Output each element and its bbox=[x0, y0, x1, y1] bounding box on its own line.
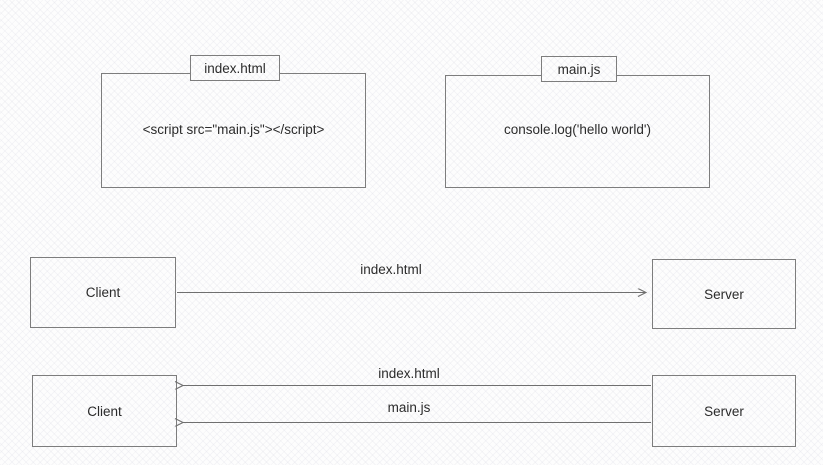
response-flow-message-index-html: index.html bbox=[378, 366, 440, 381]
file-code-index-html: <script src="main.js"></script> bbox=[142, 122, 325, 137]
request-flow-server-box: Server bbox=[652, 259, 796, 329]
request-flow-client-box: Client bbox=[30, 257, 176, 328]
response-flow-server-box: Server bbox=[652, 375, 796, 447]
response-flow-client-box: Client bbox=[32, 375, 177, 447]
response-flow-message-main-js: main.js bbox=[387, 400, 431, 415]
file-code-main-js: console.log('hello world') bbox=[504, 122, 651, 137]
file-box-index-html: <script src="main.js"></script> bbox=[101, 73, 366, 188]
file-tab-index-html: index.html bbox=[190, 55, 280, 81]
request-flow-message-index-html: index.html bbox=[360, 262, 422, 277]
file-tab-main-js: main.js bbox=[541, 56, 617, 82]
file-box-main-js: console.log('hello world') bbox=[445, 75, 710, 188]
